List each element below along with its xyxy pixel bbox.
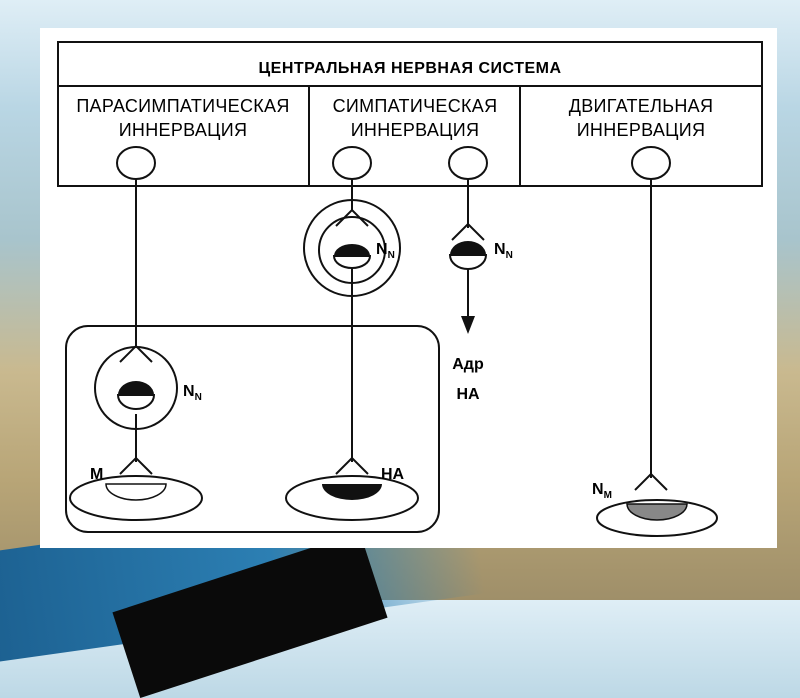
innervation-diagram: ЦЕНТРАЛЬНАЯ НЕРВНАЯ СИСТЕМА ПАРАСИМПАТИЧ… xyxy=(57,41,763,537)
adrenal-receptor-bottom xyxy=(448,254,488,270)
adrenal-output-adr: Адр xyxy=(452,356,484,373)
column-sym-line2: ИННЕРВАЦИЯ xyxy=(351,120,480,140)
sym-ganglion-receptor-bottom xyxy=(332,255,372,269)
adrenal-synapse-arrow xyxy=(451,222,485,241)
column-motor-line2: ИННЕРВАЦИЯ xyxy=(577,120,706,140)
neuron-motor-cns xyxy=(631,146,671,180)
adrenal-output-na: НА xyxy=(456,386,480,403)
sym-ganglion-receptor-top xyxy=(334,244,370,256)
sym-effector-synapse xyxy=(335,456,369,475)
neuron-sym-cns xyxy=(332,146,372,180)
sym-ganglion-label: NN xyxy=(376,241,395,261)
nicotinic-muscle-receptor xyxy=(626,503,688,521)
parasym-ganglion-receptor-top xyxy=(118,381,154,395)
column-parasym-line1: ПАРАСИМПАТИЧЕСКАЯ xyxy=(76,96,289,116)
sym-synapse-arrow xyxy=(335,208,369,227)
column-parasym-line2: ИННЕРВАЦИЯ xyxy=(119,120,248,140)
skeletal-muscle-cell xyxy=(596,499,718,537)
effector-organ-box xyxy=(65,325,440,533)
adrenergic-receptor xyxy=(322,484,382,500)
cns-title: ЦЕНТРАЛЬНАЯ НЕРВНАЯ СИСТЕМА xyxy=(258,60,561,77)
sym-effector-cell xyxy=(285,475,419,521)
diagram-panel: ЦЕНТРАЛЬНАЯ НЕРВНАЯ СИСТЕМА ПАРАСИМПАТИЧ… xyxy=(40,28,777,548)
neuron-adrenal-cns xyxy=(448,146,488,180)
parasym-effector-cell xyxy=(69,475,203,521)
parasym-ganglion-label: NN xyxy=(183,383,202,403)
cns-box xyxy=(57,41,763,187)
column-sym-line1: СИМПАТИЧЕСКАЯ xyxy=(333,96,498,116)
muscarinic-receptor xyxy=(105,483,167,501)
parasym-effector-label: М xyxy=(90,466,103,483)
adrenal-receptor-top xyxy=(450,241,486,255)
motor-synapse-arrow xyxy=(634,472,668,491)
sym-effector-label: НА xyxy=(381,466,405,483)
adrenal-output-arrowhead xyxy=(461,316,475,334)
column-motor-line1: ДВИГАТЕЛЬНАЯ xyxy=(569,96,714,116)
parasym-effector-synapse xyxy=(119,456,153,475)
neuron-parasym-cns xyxy=(116,146,156,180)
adrenal-ganglion-label: NN xyxy=(494,241,513,261)
parasym-ganglion-receptor-bottom xyxy=(116,394,156,410)
parasym-synapse-arrow xyxy=(119,344,153,363)
motor-receptor-label: NМ xyxy=(592,481,612,501)
